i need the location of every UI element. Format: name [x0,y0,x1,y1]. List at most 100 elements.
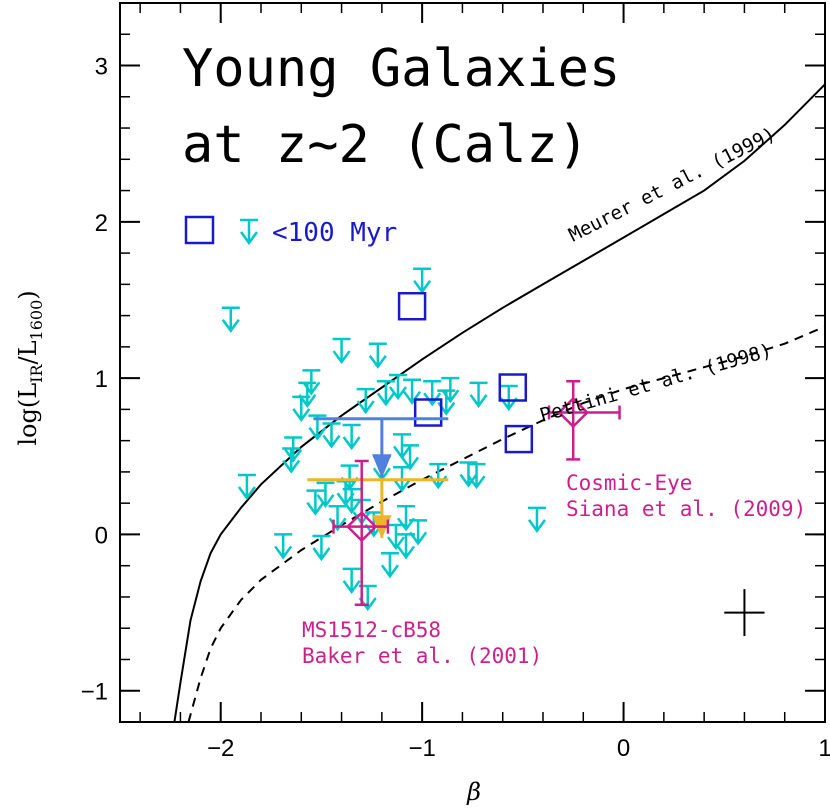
upper-limit-point-arrow [342,423,361,451]
upper-limit-point [392,465,412,493]
upper-limit-point-arrow [328,505,347,532]
y-tick-label: 3 [95,54,108,81]
upper-limit-point [322,422,341,449]
upper-limit-point [467,462,486,490]
upper-limit-point-arrow [368,342,387,369]
upper-limit-point-arrow [386,523,405,551]
legend-label: <100 Myr [272,218,397,248]
stack-blue-arrowhead [372,454,392,479]
upper-limit-point-arrow [342,567,361,594]
y-tick-label: 2 [95,210,108,237]
upper-limit-point-arrow [342,487,361,515]
young-galaxy-square [504,424,534,454]
upper-limit-point [312,534,331,562]
upper-limit-point [292,395,311,423]
y-axis-label: log(LIR/L1600) [14,290,46,445]
upper-limit-point [342,487,361,515]
y-label-mid: /L [14,340,42,364]
chart-title-line-1: Young Galaxies [182,39,620,99]
upper-limit-point-arrow [441,376,460,404]
x-tick-label: 0 [617,735,630,762]
upper-limit-point-arrow [429,462,448,490]
upper-limit-point-arrow [423,380,442,407]
upper-limit-point [306,489,325,516]
legend [184,215,259,246]
upper-limit-point [469,381,488,408]
upper-limit-point [499,384,518,412]
upper-limit-point-arrow [332,337,351,365]
upper-limit-point-arrow [340,464,359,491]
cosmic-eye-ref: Siana et al. (2009) [566,497,806,521]
upper-limit-point [221,306,240,333]
legend-limit-symbol [239,218,259,246]
upper-limit-point-arrow [403,378,422,405]
upper-limit-point-arrow [356,387,375,415]
tick-labels: −2 −1 0 1 −1 0 1 2 3 [81,54,830,762]
young-galaxy-square [397,291,427,321]
y-label-main: log(L [14,383,42,446]
upper-limit-point [459,461,478,488]
upper-limit-point [413,267,432,294]
x-tick-label: −2 [207,735,234,762]
x-tick-label: 1 [818,735,830,762]
model-curves [173,83,826,723]
chart-title-line-2: at z~2 (Calz) [182,115,589,175]
upper-limit-point-arrow [392,465,412,493]
upper-limit-point [409,519,428,546]
upper-limit-point-arrow [469,381,488,408]
upper-limit-point-arrow [527,506,546,533]
upper-limit-point [340,464,359,491]
cosmic-eye-label: Cosmic-Eye [566,471,692,495]
typical-error-bar [724,589,765,637]
upper-limit-point-arrow [409,519,428,546]
upper-limit-point-arrow [322,422,341,449]
plot-frame [119,2,826,723]
upper-limit-point-arrow [282,447,301,474]
upper-limit-point-arrow [380,551,399,579]
legend-limit-symbol-arrow [239,218,259,246]
upper-limit-point [342,567,361,594]
upper-limit-point [423,380,442,407]
young-galaxy-square [413,398,443,427]
upper-limit-point-arrow [499,384,518,412]
upper-limit-point-arrow [237,473,256,501]
meurer-curve-label: Meurer et al. (1999) [565,123,779,246]
upper-limit-point [380,551,399,579]
upper-limit-point [429,462,448,490]
upper-limit-markers [221,267,546,612]
young-galaxy-square [498,373,528,402]
upper-limit-point [368,342,387,369]
upper-limit-point-arrow [467,462,486,490]
upper-limit-point [302,369,321,396]
y-tick-label: −1 [81,679,108,706]
y-tick-label: 0 [95,522,108,549]
upper-limit-point [441,376,460,404]
y-label-end: ) [14,290,42,299]
upper-limit-point-arrow [397,533,416,560]
upper-limit-point [397,505,416,532]
annotated-diamond [557,396,589,429]
upper-limit-point-arrow [302,369,321,396]
upper-limit-point-arrow [316,481,335,508]
upper-limit-point [386,523,405,551]
major-ticks [120,3,826,722]
legend-square-symbol [184,215,215,245]
annotated-galaxies [332,380,621,607]
upper-limit-point [328,505,347,532]
upper-limit-point [282,447,301,474]
annotated-diamond [345,510,378,543]
upper-limit-point [356,387,375,415]
cb58-ref: Baker et al. (2001) [302,644,542,668]
y-tick-label: 1 [95,366,108,393]
x-tick-label: −1 [408,735,435,762]
upper-limit-point-arrow [397,505,416,532]
upper-limit-point-arrow [413,267,432,294]
upper-limit-point [376,380,395,407]
upper-limit-point-arrow [376,380,395,407]
x-axis-label: β [466,778,481,806]
upper-limit-point-arrow [312,534,331,562]
upper-limit-point [397,533,416,560]
upper-limit-point-arrow [274,533,293,560]
y-label-sub-ir: IR [27,364,46,383]
